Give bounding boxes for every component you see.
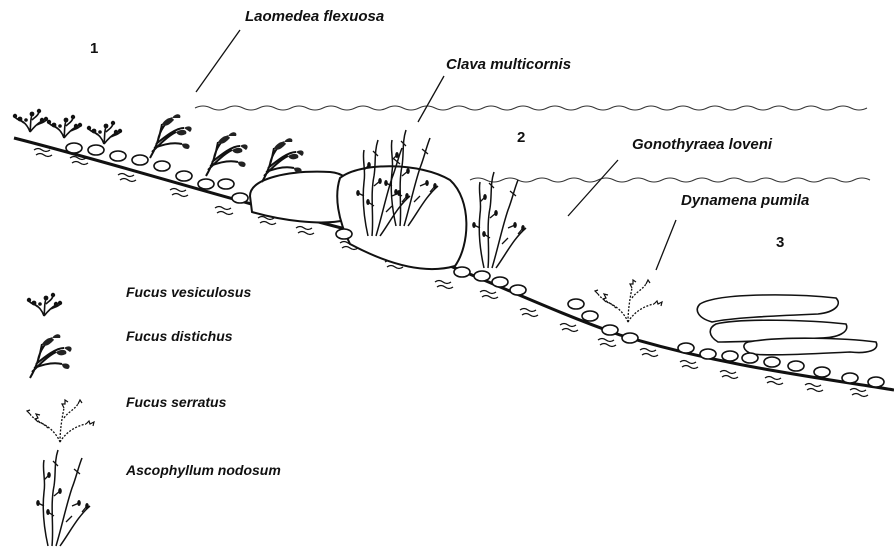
legend-label-fucus-serratus: Fucus serratus — [126, 394, 226, 410]
fucus-vesiculosus-icon — [27, 293, 62, 316]
ascophyllum-nodosum-icon — [36, 450, 90, 546]
dynamena-pumila-label: Dynamena pumila — [681, 192, 809, 209]
fucus-distichus-on-slope — [150, 114, 304, 182]
gonothyraea-loveni-label: Gonothyraea loveni — [632, 136, 772, 153]
fucus-serratus-icon — [27, 400, 94, 442]
low-water-line — [470, 178, 870, 182]
legend-label-fucus-vesiculosus: Fucus vesiculosus — [126, 284, 251, 300]
legend-label-ascophyllum-nodosum: Ascophyllum nodosum — [126, 462, 281, 478]
zone-3-label: 3 — [776, 234, 784, 251]
legend-label-fucus-distichus: Fucus distichus — [126, 328, 233, 344]
fucus-distichus-icon — [30, 334, 72, 378]
high-water-line — [195, 106, 867, 110]
fucus-vesiculosus-on-slope — [13, 109, 122, 144]
fucus-serratus-on-slope — [595, 280, 662, 322]
zone-1-label: 1 — [90, 40, 98, 57]
laomedea-flexuosa-label: Laomedea flexuosa — [245, 8, 384, 25]
zone-2-label: 2 — [517, 129, 525, 146]
clava-multicornis-label: Clava multicornis — [446, 56, 571, 73]
legend-icons — [27, 293, 94, 546]
